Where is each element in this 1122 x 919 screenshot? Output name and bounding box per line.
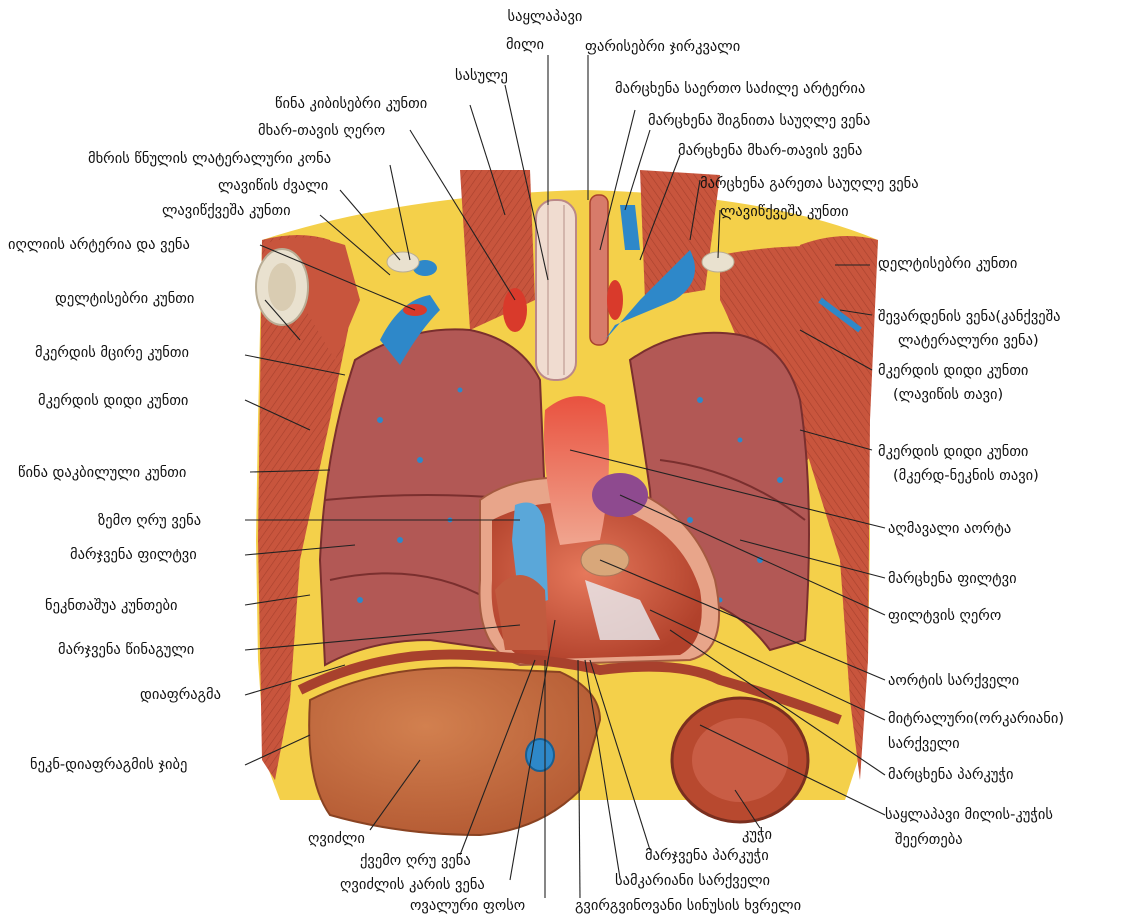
label-left-lung: მარცხენა ფილტვი bbox=[888, 570, 1017, 588]
label-right-lung: მარჯვენა ფილტვი bbox=[70, 546, 197, 564]
label-left-brachiocephalic-vein: მარცხენა მხარ-თავის ვენა bbox=[678, 142, 862, 160]
label-clavicle: ლავიწის ძვალი bbox=[218, 177, 328, 195]
label-esophagus-bottom: მილი bbox=[495, 36, 555, 54]
stomach-mucosa bbox=[692, 718, 788, 802]
label-brachiocephalic-trunk: მხარ-თავის ღერო bbox=[258, 122, 385, 140]
label-cephalic-1: შევარდენის ვენა(კანქვეშა bbox=[878, 308, 1061, 326]
label-fossa-ovalis: ოვალური ფოსო bbox=[410, 897, 525, 915]
label-ivc: ქვემო ღრუ ვენა bbox=[360, 852, 471, 870]
label-mitral-2: სარქველი bbox=[888, 735, 960, 753]
label-stomach: კუჭი bbox=[742, 826, 772, 844]
liver bbox=[309, 668, 600, 835]
brachiocephalic-trunk-section bbox=[503, 288, 527, 332]
label-diaphragm: დიაფრაგმა bbox=[140, 686, 221, 704]
right-clavicle-section bbox=[387, 252, 419, 272]
label-liver: ღვიძლი bbox=[308, 830, 365, 848]
label-right-ventricle: მარჯვენა პარკუჭი bbox=[645, 847, 769, 865]
label-subclavius-right: ლავიწქვეშა კუნთი bbox=[162, 202, 291, 220]
label-esophagus-top: საყლაპავი bbox=[495, 8, 595, 26]
label-pectoralis-minor: მკერდის მცირე კუნთი bbox=[35, 344, 189, 362]
trachea bbox=[536, 200, 576, 380]
label-pec-major-clavicular-1: მკერდის დიდი კუნთი bbox=[878, 362, 1028, 380]
label-pec-major-clavicular-2: (ლავიწის თავი) bbox=[893, 386, 1003, 404]
humeral-head-inner bbox=[268, 263, 296, 311]
label-axillary: იღლიის არტერია და ვენა bbox=[8, 236, 190, 254]
label-anterior-scalene: წინა კიბისებრი კუნთი bbox=[275, 95, 427, 113]
label-serratus-anterior: წინა დაკბილული კუნთი bbox=[18, 464, 186, 482]
label-hepatic-portal-vein: ღვიძლის კარის ვენა bbox=[340, 876, 485, 894]
label-mitral-1: მიტრალური(ორკარიანი) bbox=[888, 710, 1064, 728]
label-left-external-jugular: მარცხენა გარეთა საუღლე ვენა bbox=[700, 175, 919, 193]
left-common-carotid-section bbox=[607, 280, 623, 320]
label-lateral-cord: მხრის წნულის ლატერალური კონა bbox=[88, 150, 331, 168]
label-left-internal-jugular: მარცხენა შიგნითა საუღლე ვენა bbox=[648, 112, 870, 130]
label-deltoid-left: დელტისებრი კუნთი bbox=[878, 255, 1017, 273]
label-right-atrium: მარჯვენა წინაგული bbox=[58, 641, 194, 659]
label-ge-junction-1: საყლაპავი მილის-კუჭის bbox=[885, 806, 1053, 824]
label-pulmonary-trunk: ფილტვის ღერო bbox=[888, 607, 1001, 625]
label-ascending-aorta: აღმავალი აორტა bbox=[888, 520, 1011, 538]
label-thyroid: ფარისებრი ჯირკვალი bbox=[585, 38, 740, 56]
label-left-common-carotid: მარცხენა საერთო საძილე არტერია bbox=[615, 80, 865, 98]
label-tricuspid-valve: სამკარიანი სარქველი bbox=[615, 872, 770, 890]
esophagus bbox=[590, 195, 608, 345]
label-aortic-valve: აორტის სარქველი bbox=[888, 672, 1019, 690]
aortic-valve-region bbox=[581, 544, 629, 576]
label-cephalic-2: ლატერალური ვენა) bbox=[898, 332, 1039, 350]
label-left-ventricle: მარცხენა პარკუჭი bbox=[888, 766, 1014, 784]
label-coronary-sinus-opening: გვირგვინოვანი სინუსის ხვრელი bbox=[575, 897, 801, 915]
label-deltoid-right: დელტისებრი კუნთი bbox=[55, 290, 194, 308]
label-pec-major-sternal-2: (მკერდ-ნეკნის თავი) bbox=[893, 467, 1039, 485]
label-pec-major-sternal-1: მკერდის დიდი კუნთი bbox=[878, 443, 1028, 461]
label-svc: ზემო ღრუ ვენა bbox=[98, 512, 201, 530]
label-ge-junction-2: შეერთება bbox=[895, 831, 963, 849]
label-costodiaphragmatic-recess: ნეკნ-დიაფრაგმის ჯიბე bbox=[30, 756, 187, 774]
label-intercostals: ნეკნთაშუა კუნთები bbox=[45, 597, 177, 615]
label-pec-major-right: მკერდის დიდი კუნთი bbox=[38, 392, 188, 410]
label-trachea: სასულე bbox=[455, 67, 508, 85]
label-subclavius-left: ლავიწქვეშა კუნთი bbox=[720, 203, 849, 221]
